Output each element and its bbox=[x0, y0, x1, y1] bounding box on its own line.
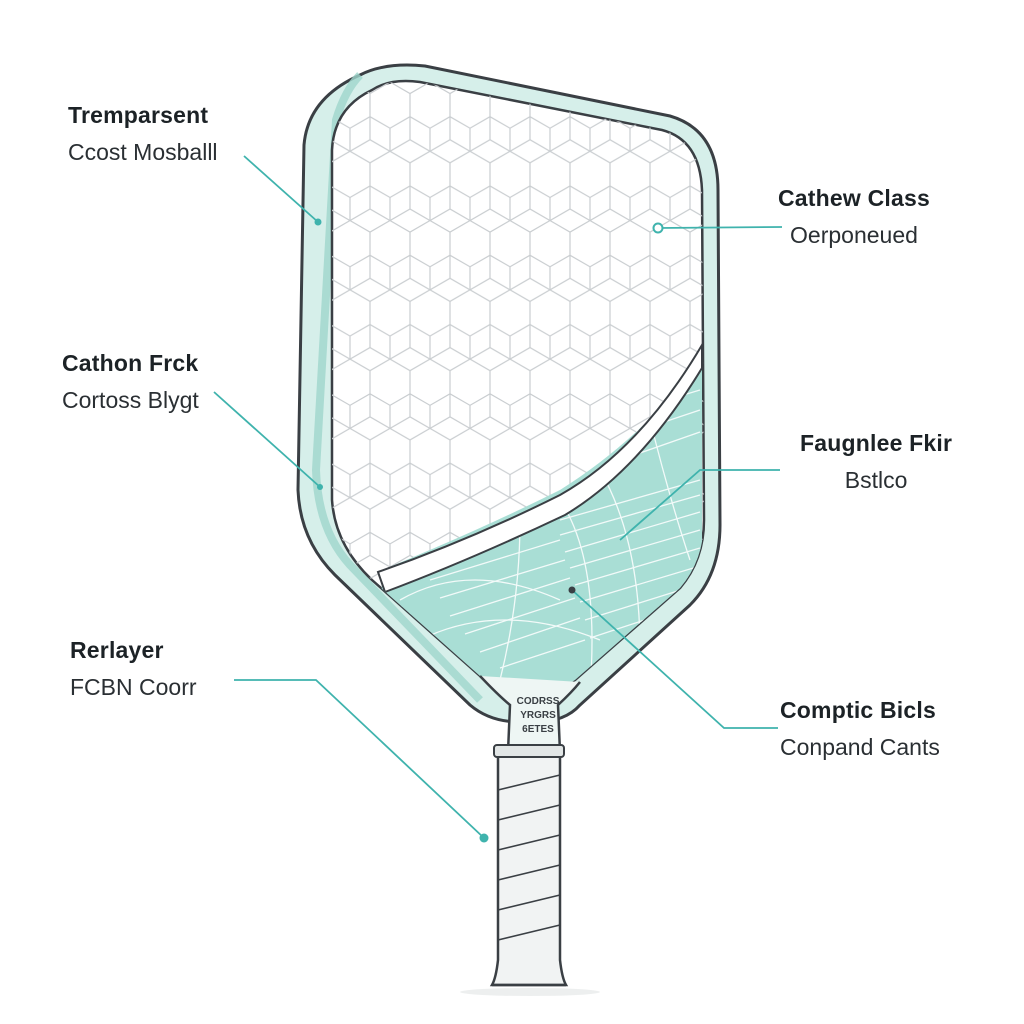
callout-tremparsent: Tremparsent Ccost Mosballl bbox=[68, 102, 218, 166]
throat-text-1: CODRSS bbox=[517, 696, 560, 707]
callout-cathon-frck: Cathon Frck Cortoss Blygt bbox=[62, 350, 199, 414]
callout-cathew-class: Cathew Class Oerponeued bbox=[778, 185, 930, 249]
callout-subtitle: Ccost Mosballl bbox=[68, 139, 218, 165]
throat-text-2: YRGRS bbox=[520, 710, 556, 721]
callout-rerlayer: Rerlayer FCBN Coorr bbox=[70, 637, 197, 701]
leader-lines bbox=[213, 155, 783, 839]
callout-title: Cathew Class bbox=[778, 185, 930, 211]
callout-faugnlee-fkir: Faugnlee Fkir Bstlco bbox=[800, 430, 952, 494]
callout-subtitle: Cortoss Blygt bbox=[62, 387, 199, 413]
callout-title: Cathon Frck bbox=[62, 350, 199, 376]
callout-subtitle: Bstlco bbox=[844, 467, 908, 493]
callout-title: Comptic Bicls bbox=[780, 697, 936, 723]
callout-title: Rerlayer bbox=[70, 637, 164, 663]
throat-text-3: 6ETES bbox=[522, 724, 554, 735]
callout-title: Faugnlee Fkir bbox=[800, 430, 953, 456]
callout-title: Tremparsent bbox=[68, 102, 209, 128]
leader-dots bbox=[314, 218, 664, 843]
callout-subtitle: Conpand Cants bbox=[780, 734, 940, 760]
callout-comptic-bicls: Comptic Bicls Conpand Cants bbox=[780, 697, 940, 761]
callout-subtitle: Oerponeued bbox=[790, 222, 918, 248]
layer-separator-band bbox=[376, 341, 703, 594]
callout-subtitle: FCBN Coorr bbox=[70, 674, 197, 700]
handle-grip bbox=[489, 744, 569, 987]
